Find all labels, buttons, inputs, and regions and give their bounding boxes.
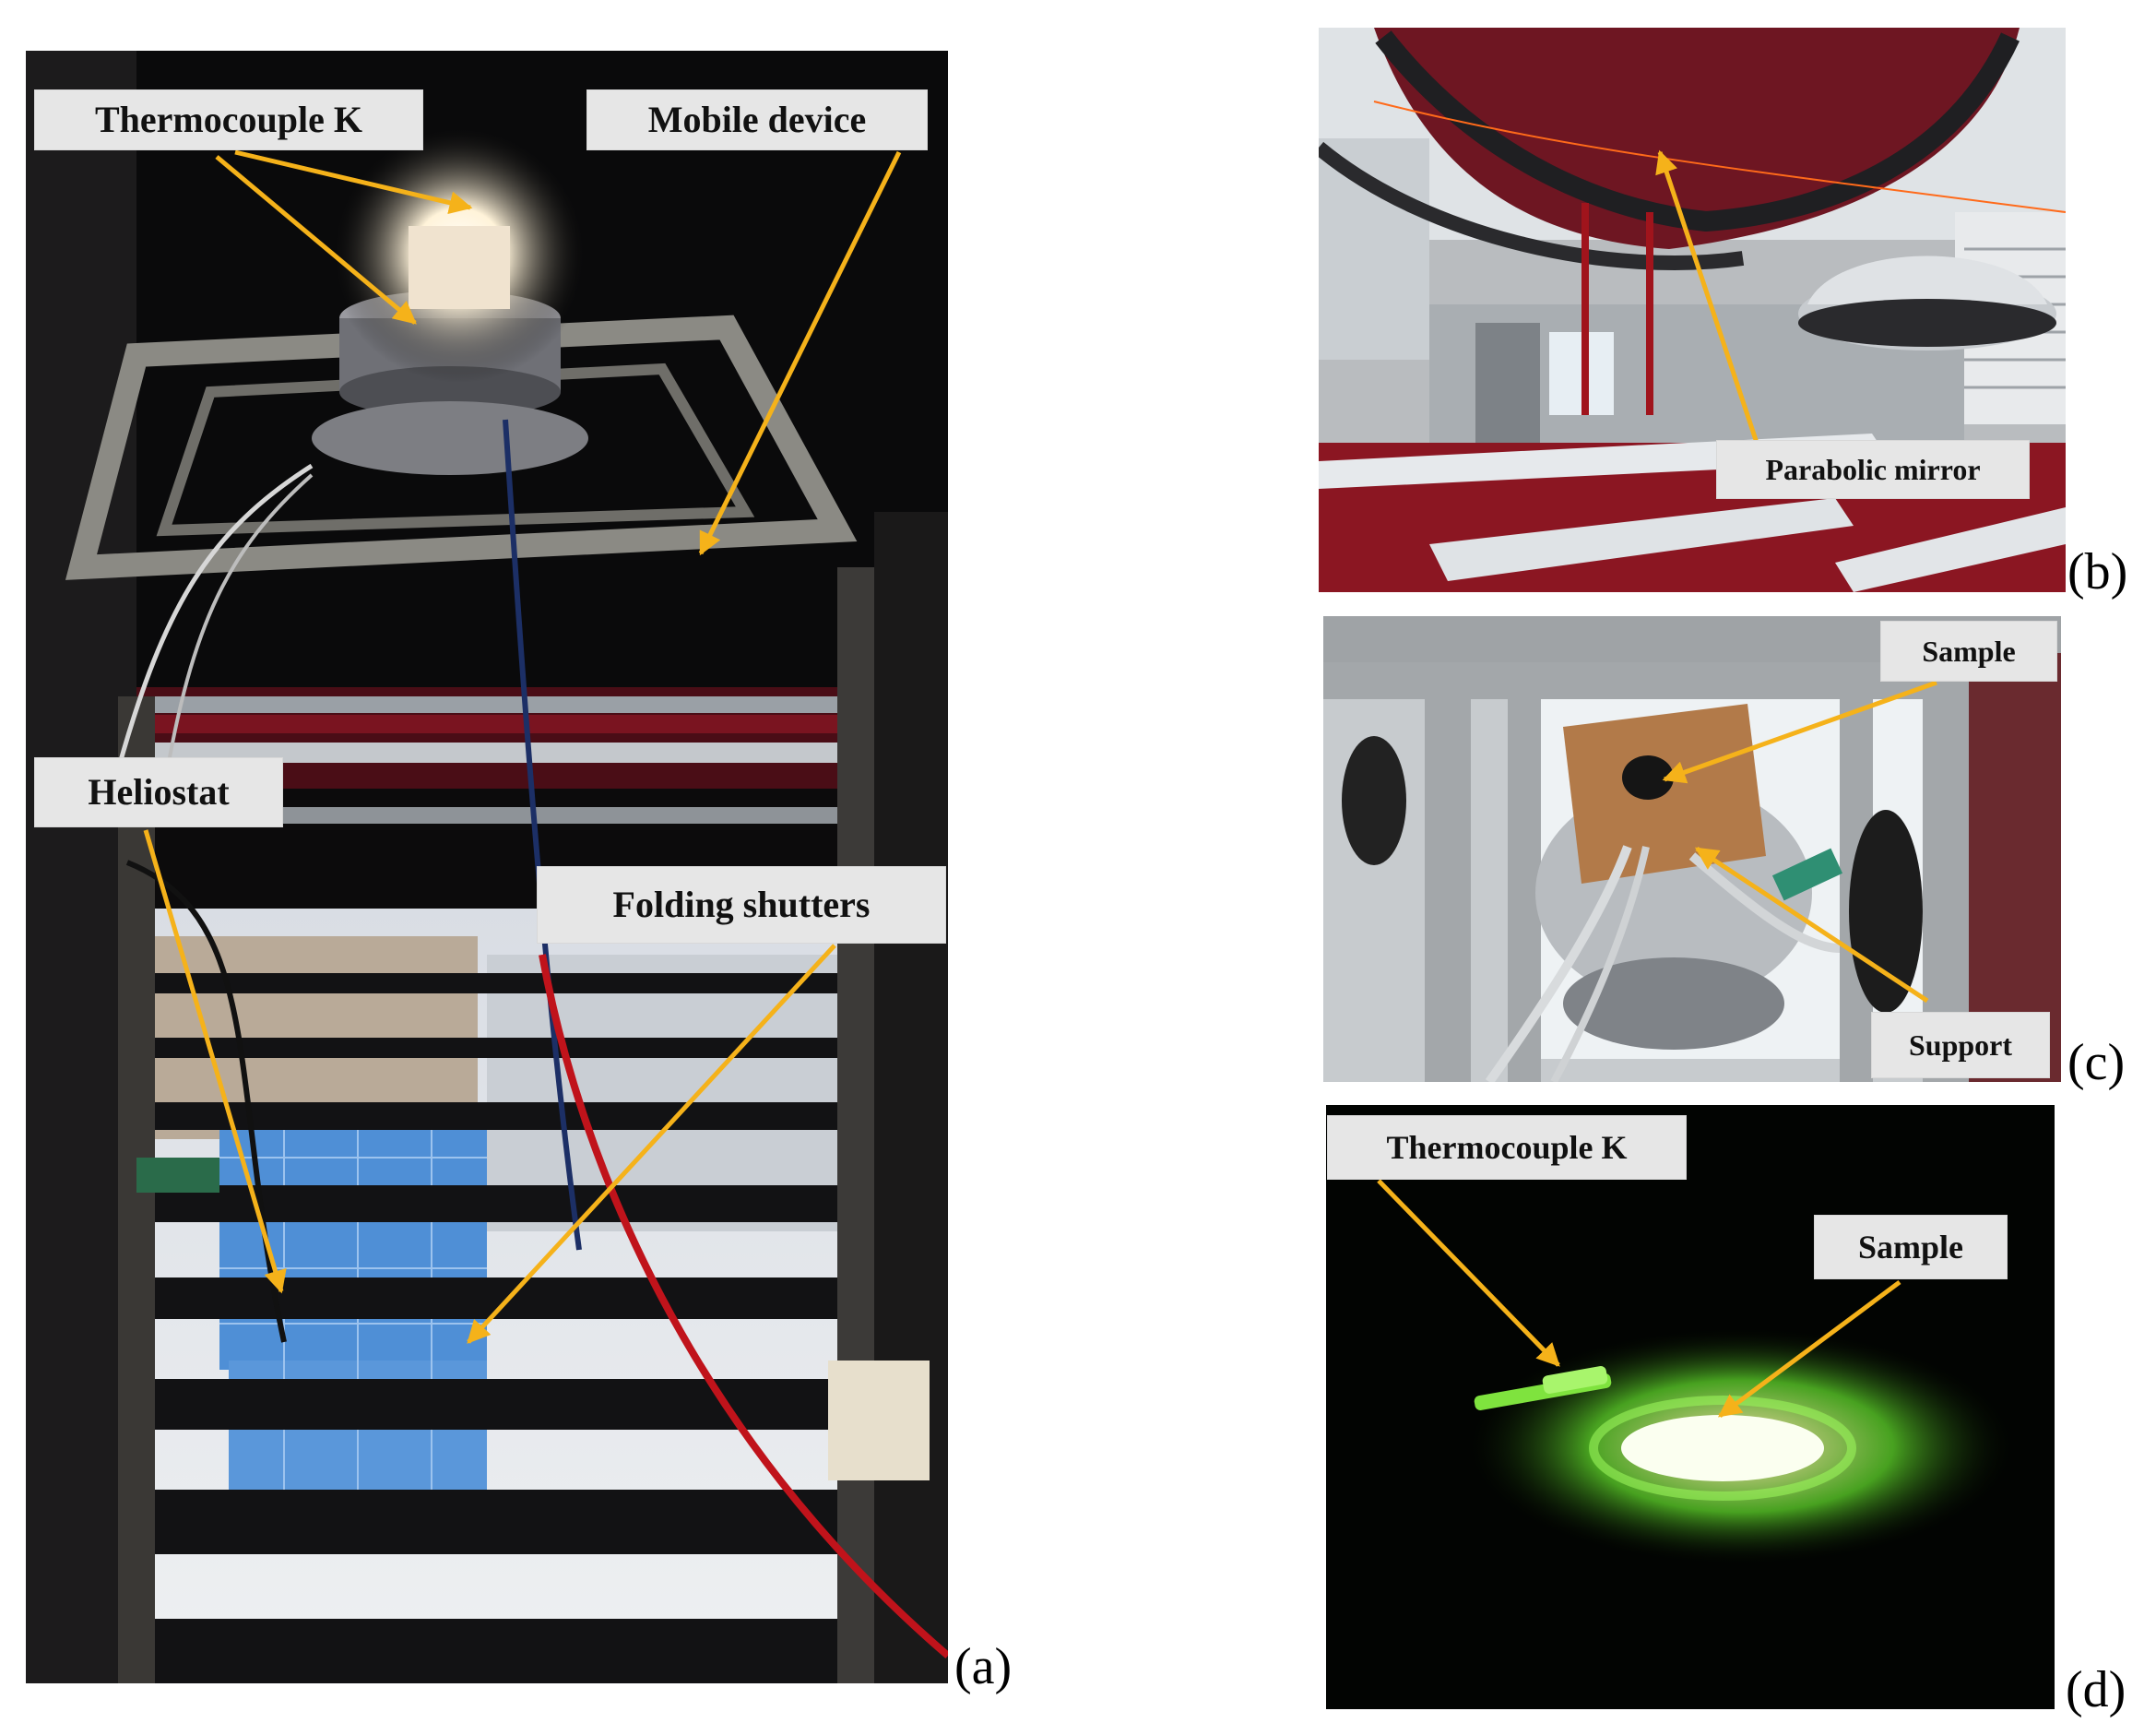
panel-letter-a: (a) xyxy=(954,1638,1013,1695)
photo-d-illustration xyxy=(1326,1105,2055,1709)
label-sample-c: Sample xyxy=(1881,622,2056,681)
label-parabolic-mirror: Parabolic mirror xyxy=(1717,441,2029,498)
label-heliostat: Heliostat xyxy=(35,758,282,826)
label-folding-shutters: Folding shutters xyxy=(538,867,945,943)
panel-letter-c: (c) xyxy=(2067,1034,2126,1091)
label-thermocouple-k-d: Thermocouple K xyxy=(1328,1116,1686,1179)
panel-letter-d: (d) xyxy=(2066,1661,2126,1718)
label-thermocouple-k-a: Thermocouple K xyxy=(35,90,422,149)
photo-panel-d xyxy=(1326,1105,2055,1709)
photo-b-illustration xyxy=(1319,28,2066,592)
photo-panel-b xyxy=(1319,28,2066,592)
label-support: Support xyxy=(1872,1013,2049,1077)
label-sample-d: Sample xyxy=(1815,1216,2007,1278)
label-mobile-device: Mobile device xyxy=(587,90,927,149)
panel-letter-b: (b) xyxy=(2067,543,2128,600)
